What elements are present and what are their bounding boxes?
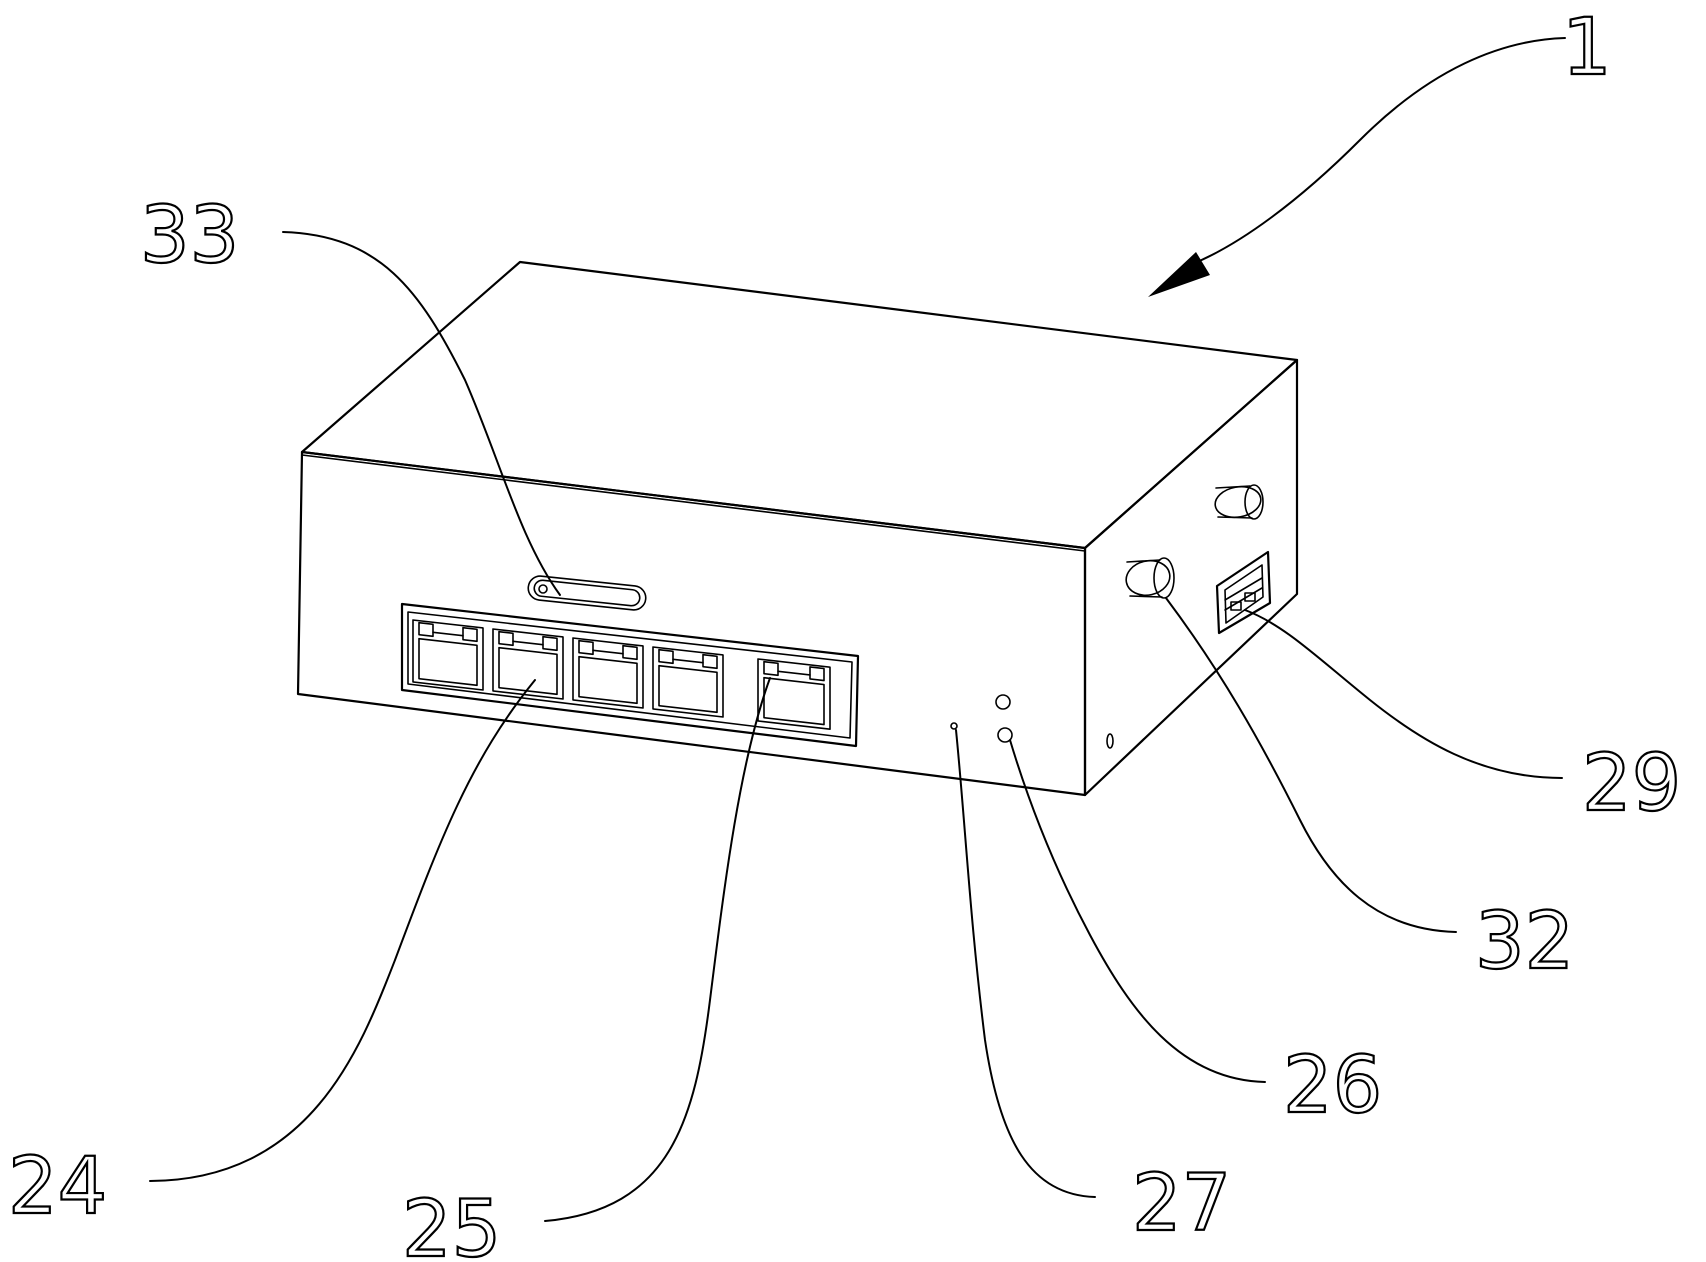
label-24: 24 <box>8 1142 107 1232</box>
label-33: 33 <box>140 191 239 281</box>
label-25: 25 <box>402 1185 501 1262</box>
label-27: 27 <box>1132 1159 1231 1249</box>
leader-25 <box>544 677 771 1222</box>
leader-33 <box>282 231 561 596</box>
leader-24 <box>149 679 536 1182</box>
leader-lines <box>149 37 1566 1222</box>
arrowhead-icon <box>1148 252 1210 297</box>
housing-top-face <box>300 260 1299 550</box>
antenna-connector-upper <box>1214 484 1264 520</box>
ethernet-port <box>572 637 644 709</box>
leader-32 <box>1165 597 1457 933</box>
label-29: 29 <box>1582 739 1681 829</box>
ethernet-port <box>757 658 831 731</box>
leader-27 <box>955 729 1096 1198</box>
reference-numerals: 1 33 24 25 27 26 32 29 <box>7 2 1682 1262</box>
port-block-inner <box>407 611 853 739</box>
ethernet-port-block <box>400 602 860 748</box>
antenna-connector-lower <box>1125 557 1175 599</box>
power-port <box>1215 550 1272 635</box>
ethernet-port <box>652 646 724 718</box>
housing-lid-seam <box>301 454 1086 552</box>
leader-26 <box>1009 739 1266 1083</box>
reset-hole <box>950 722 958 730</box>
led-upper <box>995 694 1011 710</box>
leader-device <box>1189 37 1566 266</box>
device-housing <box>296 260 1299 797</box>
side-screw-hole <box>1106 733 1114 749</box>
ethernet-port <box>412 619 484 691</box>
label-1: 1 <box>1562 3 1612 93</box>
housing-side-face <box>1083 358 1299 797</box>
led-lower <box>997 727 1013 743</box>
ethernet-port <box>492 628 564 700</box>
port-block-frame <box>400 602 860 748</box>
indicator-slot <box>527 575 647 611</box>
label-26: 26 <box>1283 1041 1382 1131</box>
status-leds <box>950 694 1013 743</box>
leader-29 <box>1244 609 1563 779</box>
label-32: 32 <box>1475 897 1574 987</box>
